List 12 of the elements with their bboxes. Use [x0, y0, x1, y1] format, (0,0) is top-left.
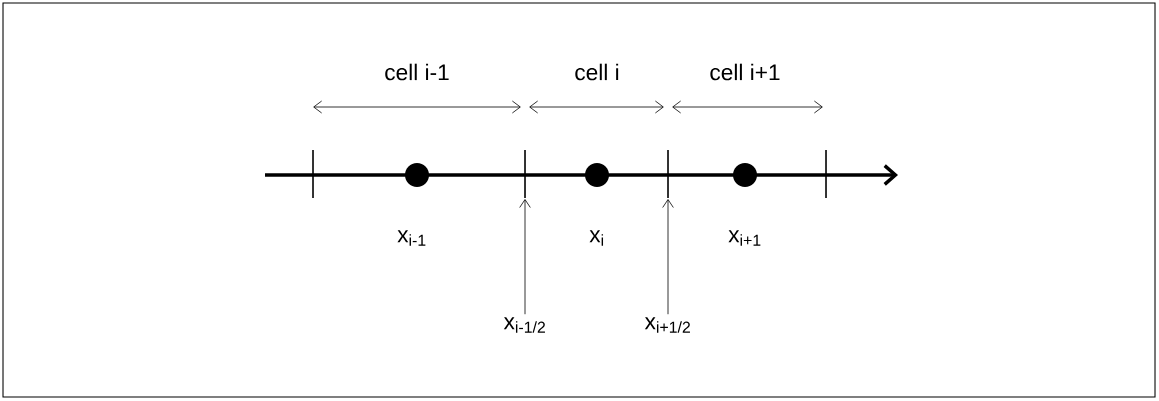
cell-label: cell i	[575, 63, 619, 81]
leader-arrow	[519, 199, 531, 315]
cell-label: cell i+1	[710, 63, 780, 81]
cell-face-tick	[524, 149, 526, 199]
cell-face-tick	[667, 149, 669, 199]
point-label: x$_{i+1}$	[728, 230, 761, 246]
face-label: x$_{i+1/2}$	[644, 317, 690, 333]
cell-label: cell i-1	[385, 63, 449, 81]
point-label: x$_{i-1}$	[397, 230, 426, 246]
point-label: x$_{i}$	[589, 230, 604, 246]
face-label: x$_{i-1/2}$	[503, 317, 545, 333]
leader-arrow	[662, 199, 674, 315]
